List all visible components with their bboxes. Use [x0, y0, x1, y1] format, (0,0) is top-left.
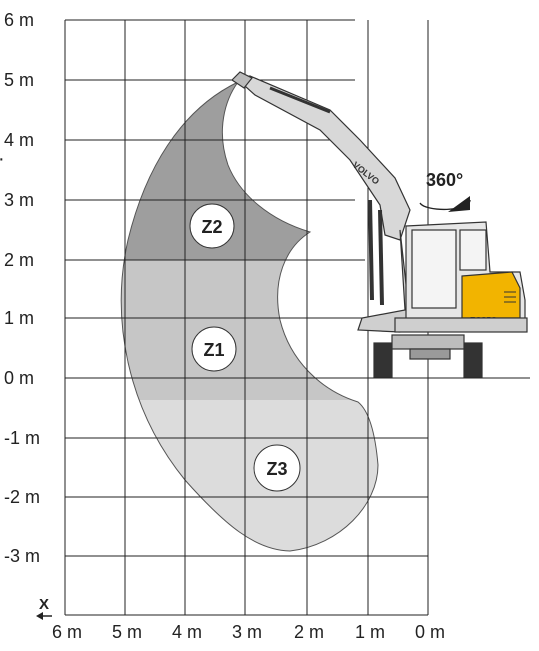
- y-tick-label: 1 m: [4, 308, 35, 328]
- x-tick-label: 6 m: [52, 622, 83, 642]
- engine-cover: [461, 271, 521, 319]
- y-tick-label: 0 m: [4, 368, 35, 388]
- cab-window: [459, 229, 487, 271]
- zone-label-z2: Z2: [201, 217, 222, 237]
- x-tick-label: 3 m: [232, 622, 263, 642]
- y-tick-label: -3 m: [4, 546, 40, 566]
- x-axis-arrowhead-icon: [36, 612, 43, 620]
- y-axis-mark: ·: [0, 148, 5, 170]
- excavator-illustration: VOLVO ECS5C: [231, 71, 528, 378]
- x-tick-label: 1 m: [355, 622, 386, 642]
- x-tick-label: 5 m: [112, 622, 143, 642]
- zone-badge-z2: Z2: [189, 203, 235, 249]
- rotation-label: 360°: [426, 170, 463, 190]
- x-axis-symbol: X: [39, 596, 49, 613]
- bucket: [231, 71, 253, 89]
- zone-badge-z3: Z3: [253, 444, 301, 492]
- track-rear: [463, 342, 483, 378]
- bucket-cylinder: [269, 86, 331, 114]
- rotation-arrowhead-icon: [448, 196, 470, 212]
- x-tick-label: 4 m: [172, 622, 203, 642]
- y-tick-label: 4 m: [4, 130, 35, 150]
- undercarriage: [391, 334, 465, 350]
- zone-badge-z1: Z1: [191, 326, 237, 372]
- boom-cylinder: [368, 199, 374, 301]
- y-tick-label: 2 m: [4, 250, 35, 270]
- track-front: [373, 342, 393, 378]
- y-tick-label: -2 m: [4, 487, 40, 507]
- grid: [64, 19, 530, 616]
- y-tick-label: 6 m: [4, 10, 35, 30]
- x-tick-label: 2 m: [294, 622, 325, 642]
- reach-envelope-outline: [120, 81, 379, 552]
- y-tick-label: -1 m: [4, 428, 40, 448]
- y-tick-label: 3 m: [4, 190, 35, 210]
- boom-foot: [357, 229, 411, 333]
- counterweight: [394, 317, 528, 333]
- x-tick-label: 0 m: [415, 622, 446, 642]
- y-tick-label: 5 m: [4, 70, 35, 90]
- cab-door: [411, 229, 457, 309]
- blade: [409, 348, 451, 360]
- boom-cylinder-2: [378, 209, 384, 306]
- zone-label-z1: Z1: [203, 340, 224, 360]
- zone-label-z3: Z3: [266, 459, 287, 479]
